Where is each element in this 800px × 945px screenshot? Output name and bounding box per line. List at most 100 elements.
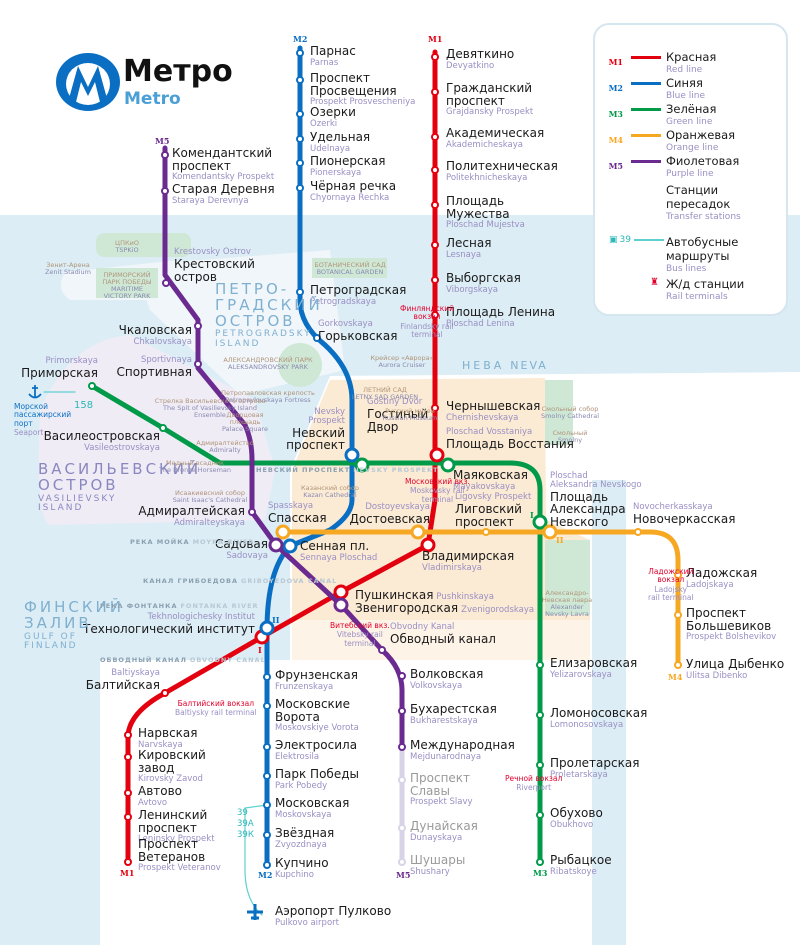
transfer-station-marker[interactable]: [333, 584, 349, 600]
transfer-station-marker[interactable]: [429, 447, 445, 463]
station-marker[interactable]: [536, 761, 544, 769]
station-marker[interactable]: [263, 801, 271, 809]
station-marker[interactable]: [634, 528, 642, 536]
station-marker[interactable]: [161, 151, 169, 159]
station-marker[interactable]: [161, 689, 169, 697]
station-marker[interactable]: [124, 858, 132, 866]
station-marker[interactable]: [159, 424, 167, 432]
station-marker[interactable]: [263, 743, 271, 751]
station-marker[interactable]: [398, 672, 406, 680]
station-marker[interactable]: [431, 88, 439, 96]
station-marker[interactable]: [263, 702, 271, 710]
station-marker[interactable]: [161, 187, 169, 195]
transfer-station-marker[interactable]: [268, 537, 284, 553]
station-marker[interactable]: [296, 159, 304, 167]
station-marker[interactable]: [124, 731, 132, 739]
transfer-station-marker[interactable]: [275, 524, 291, 540]
station-marker[interactable]: [431, 166, 439, 174]
station-marker[interactable]: [431, 201, 439, 209]
transfer-station-marker[interactable]: [410, 524, 426, 540]
station-marker[interactable]: [194, 360, 202, 368]
station-marker[interactable]: [398, 743, 406, 751]
station-marker[interactable]: [263, 831, 271, 839]
station-label[interactable]: Сенная пл.Sennaya Ploschad: [300, 540, 377, 563]
transfer-station-marker[interactable]: [532, 514, 548, 530]
station-marker[interactable]: [263, 673, 271, 681]
station-marker[interactable]: [536, 711, 544, 719]
transfer-station-marker[interactable]: [333, 597, 349, 613]
station-marker[interactable]: [536, 661, 544, 669]
station-marker[interactable]: [378, 646, 386, 654]
station-marker[interactable]: [124, 813, 132, 821]
station-marker[interactable]: [431, 241, 439, 249]
station-marker[interactable]: [296, 184, 304, 192]
station-marker[interactable]: [313, 334, 321, 342]
station-marker[interactable]: [124, 789, 132, 797]
station-marker[interactable]: [296, 110, 304, 118]
station-marker[interactable]: [398, 858, 406, 866]
station-marker[interactable]: [674, 571, 682, 579]
station-marker[interactable]: [674, 661, 682, 669]
station-marker[interactable]: [674, 611, 682, 619]
station-marker[interactable]: [431, 276, 439, 284]
station-marker[interactable]: [536, 858, 544, 866]
station-marker[interactable]: [124, 753, 132, 761]
station-marker[interactable]: [431, 133, 439, 141]
station-marker[interactable]: [431, 53, 439, 61]
station-marker[interactable]: [296, 49, 304, 57]
